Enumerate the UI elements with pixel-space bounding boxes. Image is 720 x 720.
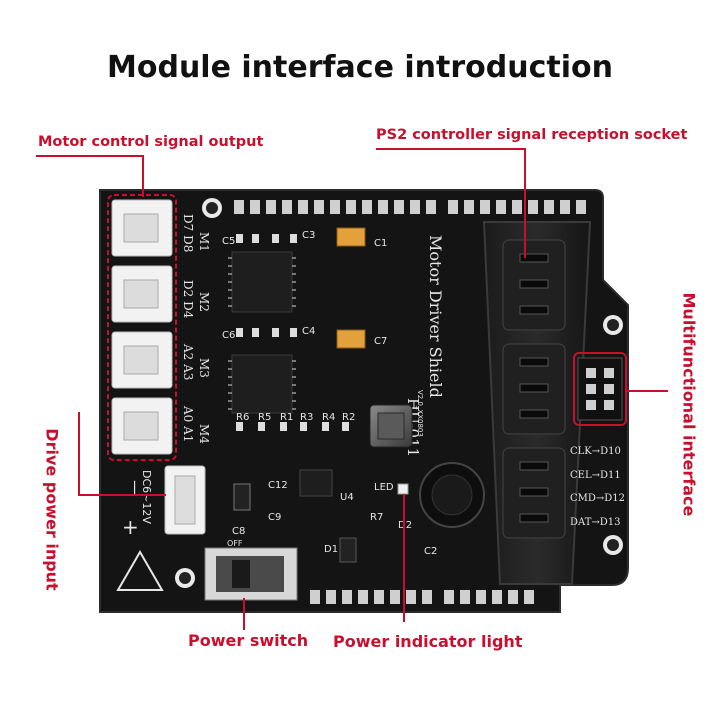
svg-text:R7: R7 xyxy=(370,512,383,523)
svg-text:C12: C12 xyxy=(268,480,288,491)
power-voltage-label: DC6~12V xyxy=(140,470,153,524)
small-ic xyxy=(299,469,333,497)
ps2-pin-clk: CLK→D10 xyxy=(570,446,621,457)
svg-text:R3: R3 xyxy=(300,412,313,423)
ps2-pin-cel: CEL→D11 xyxy=(570,470,621,481)
svg-text:D1: D1 xyxy=(324,544,338,555)
power-minus: — xyxy=(126,480,145,496)
svg-text:C8: C8 xyxy=(232,526,245,537)
svg-text:C9: C9 xyxy=(268,512,281,523)
motor-1-pins: D7 D8 xyxy=(181,214,195,252)
bottom-header-pins xyxy=(310,590,534,604)
ps2-leader-vertical xyxy=(524,148,526,258)
power-switch-leader xyxy=(243,598,245,630)
svg-text:R6: R6 xyxy=(236,412,249,423)
multifunctional-callout: Multifunctional interface xyxy=(679,292,699,517)
svg-text:D2: D2 xyxy=(398,520,412,531)
smd-components xyxy=(236,234,349,431)
svg-text:C5: C5 xyxy=(222,236,235,247)
board-name: Motor Driver Shield xyxy=(426,235,445,398)
motor-2-pins: D2 D4 xyxy=(181,280,195,319)
power-switch-knob xyxy=(232,560,250,588)
mounting-holes xyxy=(175,198,623,588)
svg-text:U4: U4 xyxy=(340,492,354,503)
power-plus: + xyxy=(122,515,139,539)
multifunction-highlight xyxy=(573,352,627,426)
motor-3-pins: A2 A3 xyxy=(181,343,195,380)
svg-text:R1: R1 xyxy=(280,412,293,423)
ps2-socket-callout: PS2 controller signal reception socket xyxy=(376,127,688,143)
motor-output-leader-horizontal xyxy=(36,155,144,157)
drive-power-leader-horizontal xyxy=(78,494,166,496)
board-version: V2.0_XX0803 xyxy=(416,390,424,437)
svg-text:R4: R4 xyxy=(322,412,335,423)
multifunction-header xyxy=(577,357,623,421)
diode xyxy=(339,537,357,563)
svg-text:C3: C3 xyxy=(302,230,315,241)
esd-warning-icon xyxy=(116,550,164,591)
switch-off-label: OFF xyxy=(227,539,243,548)
power-light-callout: Power indicator light xyxy=(333,632,523,651)
motor-3-name: M3 xyxy=(197,358,211,378)
svg-text:C4: C4 xyxy=(302,326,315,337)
power-light-leader xyxy=(403,494,405,622)
motor-4-pins: A0 A1 xyxy=(181,405,195,442)
drive-power-leader-vertical xyxy=(78,412,80,496)
motor-connectors xyxy=(111,199,173,455)
motor-labels: D7 D8 M1 D2 D4 M2 A2 A3 M3 A0 A1 M4 xyxy=(181,214,211,444)
ps2-pin-dat: DAT→D13 xyxy=(570,517,620,528)
ps2-pin-labels: CLK→D10 CEL→D11 CMD→D12 DAT→D13 xyxy=(570,446,625,528)
svg-text:C2: C2 xyxy=(424,546,437,557)
motor-2-name: M2 xyxy=(197,292,211,312)
page-title: Module interface introduction xyxy=(107,50,613,85)
top-header-pins xyxy=(234,200,586,214)
svg-text:C7: C7 xyxy=(374,336,387,347)
ps2-pin-cmd: CMD→D12 xyxy=(570,493,625,504)
power-switch-callout: Power switch xyxy=(188,631,309,650)
power-led xyxy=(397,483,409,495)
motor-4-name: M4 xyxy=(197,424,211,444)
component-labels: C5 C3 C1 C6 C4 C7 R6 R5 R1 R3 R4 R2 C12 … xyxy=(222,230,437,557)
motor-output-leader-vertical xyxy=(142,155,144,197)
svg-text:C6: C6 xyxy=(222,330,235,341)
driver-ics xyxy=(228,251,296,414)
svg-text:R2: R2 xyxy=(342,412,355,423)
svg-text:LED: LED xyxy=(374,482,394,493)
ps2-leader-horizontal xyxy=(376,148,526,150)
tantalum-capacitors xyxy=(336,227,366,349)
drive-power-callout: Drive power input xyxy=(42,428,62,591)
motor-1-name: M1 xyxy=(197,232,211,252)
multifunction-leader xyxy=(626,390,668,392)
motor-output-callout: Motor control signal output xyxy=(38,134,264,150)
svg-text:R5: R5 xyxy=(258,412,271,423)
svg-text:C1: C1 xyxy=(374,238,387,249)
